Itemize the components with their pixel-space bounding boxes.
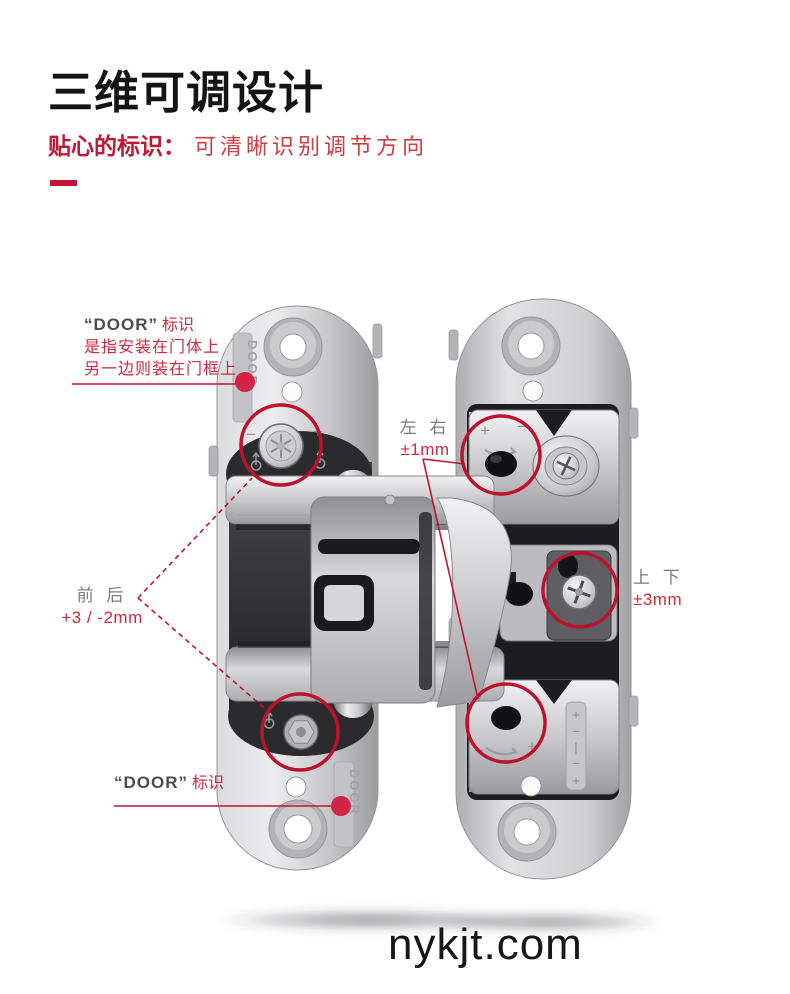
stamp-arrow <box>485 747 518 756</box>
annotation-circle-left-right-bottom <box>465 682 547 764</box>
minus-stamp: − <box>517 417 527 436</box>
annotation-circle-front-back-top <box>239 403 323 487</box>
annotation-layer <box>72 372 619 816</box>
mount-hole-bottom-large <box>268 799 328 859</box>
scale-mark: − <box>572 756 580 771</box>
door-label-bottom: “DOOR”标识 <box>114 773 225 792</box>
annotation-line-front-back-down <box>137 597 271 714</box>
annotation-circle-front-back-bottom <box>260 692 340 772</box>
screw-hole-dark <box>558 554 578 578</box>
plate-tab <box>448 329 459 361</box>
adjust-screw-black <box>505 582 533 606</box>
mount-hole-top-small <box>281 381 303 403</box>
left-right-adjuster-top: + − <box>468 409 620 525</box>
mount-hole-bottom-small <box>520 775 542 797</box>
door-label-top-line3: 另一边则装在门框上 <box>84 361 238 378</box>
annotation-circle-left-right-top <box>460 414 542 496</box>
bracket-window <box>324 585 364 621</box>
adjust-screw-black <box>485 451 517 477</box>
plate-tab <box>208 445 219 477</box>
hinge-center-linkage <box>225 470 512 718</box>
scale-mark: | <box>574 740 577 755</box>
marker-dot-bottom-door <box>331 796 351 816</box>
plate-tab <box>372 323 383 359</box>
left-right-label: 左 右 ±1mm <box>399 418 451 459</box>
plus-stamp: + <box>527 737 537 756</box>
front-back-label: 前 后 +3 / -2mm <box>61 586 143 627</box>
product-shadow <box>215 910 665 931</box>
annotation-line-left-right-b <box>422 458 479 700</box>
mount-hole-bottom-large <box>497 802 557 862</box>
stamp-pin-icon <box>250 451 262 471</box>
mount-hole-top-small <box>522 380 544 402</box>
subtitle: 贴心的标识： 可清晰识别调节方向 <box>48 127 428 161</box>
plate-tab <box>628 407 639 439</box>
up-down-label: 上 下 ±3mm <box>633 568 684 609</box>
fixing-screw-boss <box>532 435 600 497</box>
page-title: 三维可调设计 <box>48 67 325 119</box>
scale-mark: − <box>572 724 580 739</box>
up-down-adjuster <box>499 544 618 642</box>
subtitle-rest: 可清晰识别调节方向 <box>194 134 429 159</box>
adjust-scale-strip <box>565 701 587 791</box>
mount-hole-top-large <box>263 317 323 377</box>
linkage-arm-right <box>436 497 512 708</box>
door-label-top-line2: 是指安装在门体上 <box>84 339 221 356</box>
plate-tab <box>628 695 639 727</box>
door-label-top-line1: “DOOR”标识 <box>84 315 195 334</box>
accent-dash <box>50 180 77 186</box>
mount-hole-top-large <box>501 316 561 376</box>
scale-mark: + <box>572 707 580 722</box>
annotation-line-left-right-a <box>422 458 466 465</box>
minus-stamp: − <box>246 425 256 444</box>
mount-hole-bottom-small <box>285 776 307 798</box>
adjust-screw-black <box>491 706 521 730</box>
arm-pivot-screw <box>384 494 396 506</box>
up-down-screw <box>561 574 597 610</box>
annotation-circle-up-down <box>541 551 619 629</box>
annotation-line-front-back-up <box>137 477 253 599</box>
scale-mark: + <box>572 773 580 788</box>
door-label-top: “DOOR”标识 是指安装在门体上 另一边则装在门框上 <box>84 314 294 381</box>
watermark-text: nykjt.com <box>388 920 583 969</box>
subtitle-strong: 贴心的标识： <box>48 133 186 159</box>
plus-stamp: + <box>480 421 490 440</box>
marker-dot-top-door <box>235 372 255 392</box>
